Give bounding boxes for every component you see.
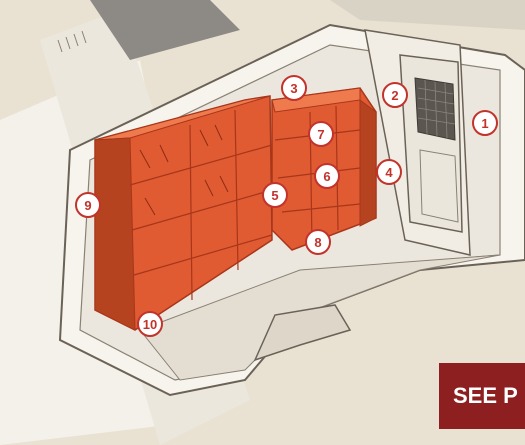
callout-2: 2 bbox=[383, 83, 407, 107]
drawer-unit-side bbox=[360, 100, 376, 226]
callout-8: 8 bbox=[306, 230, 330, 254]
callout-label: 4 bbox=[385, 165, 393, 180]
callout-6: 6 bbox=[315, 164, 339, 188]
callout-label: 6 bbox=[323, 169, 330, 184]
callout-label: 5 bbox=[271, 188, 278, 203]
callout-label: 7 bbox=[317, 127, 324, 142]
callout-label: 8 bbox=[314, 235, 321, 250]
top-sheet bbox=[330, 0, 525, 30]
callout-7: 7 bbox=[309, 122, 333, 146]
callout-label: 10 bbox=[143, 317, 157, 332]
callout-4: 4 bbox=[377, 160, 401, 184]
callout-label: 3 bbox=[290, 81, 297, 96]
shelving-unit-side bbox=[95, 138, 135, 330]
callout-label: 1 bbox=[481, 116, 488, 131]
see-page-badge[interactable]: SEE P bbox=[439, 363, 525, 429]
callout-5: 5 bbox=[263, 183, 287, 207]
callout-10: 10 bbox=[138, 312, 162, 336]
callout-1: 1 bbox=[473, 111, 497, 135]
callout-3: 3 bbox=[282, 76, 306, 100]
callout-9: 9 bbox=[76, 193, 100, 217]
callout-label: 2 bbox=[391, 88, 398, 103]
callout-label: 9 bbox=[84, 198, 91, 213]
